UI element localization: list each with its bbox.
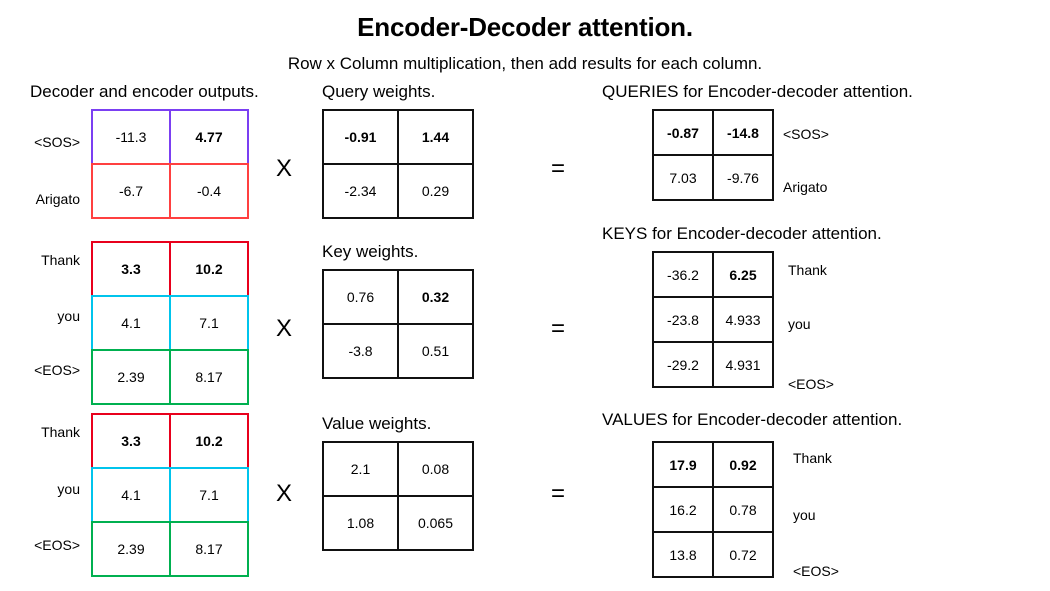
- row-label-thank-middle: Thank: [41, 252, 80, 268]
- matrix-cell: 7.1: [169, 467, 249, 523]
- matrix-cell: 3.3: [91, 413, 171, 469]
- matrix-cell: 0.72: [712, 531, 774, 578]
- matrix-cell: 4.931: [712, 341, 774, 388]
- matrix-cell: -0.91: [322, 109, 399, 165]
- operator-equals-key: =: [551, 315, 566, 342]
- matrix-cell: 0.29: [397, 163, 474, 219]
- operator-equals-query: =: [551, 155, 566, 182]
- matrix-cell: -36.2: [652, 251, 714, 298]
- matrix-cell: 0.065: [397, 495, 474, 551]
- matrix-cell: 3.3: [91, 241, 171, 297]
- row-label-thank-bottom: Thank: [41, 424, 80, 440]
- matrix-cell: 8.17: [169, 521, 249, 577]
- matrix-cell: -11.3: [91, 109, 171, 165]
- matrix-cell: 2.39: [91, 521, 171, 577]
- page-subtitle: Row x Column multiplication, then add re…: [287, 54, 763, 73]
- matrix-cell: -2.34: [322, 163, 399, 219]
- matrix-cell: 7.03: [652, 154, 714, 201]
- matrix-cell: 0.76: [322, 269, 399, 325]
- row-label-sos-queries: <SOS>: [783, 126, 829, 142]
- matrix-cell: 2.1: [322, 441, 399, 497]
- row-label-you-middle: you: [57, 308, 80, 324]
- matrix-cell: -29.2: [652, 341, 714, 388]
- matrix-cell: 4.933: [712, 296, 774, 343]
- label-value-weights: Value weights.: [322, 414, 432, 433]
- matrix-cell: 4.77: [169, 109, 249, 165]
- matrix-cell: 0.92: [712, 441, 774, 488]
- label-queries: QUERIES for Encoder-decoder attention.: [602, 82, 913, 101]
- matrix-cell: 17.9: [652, 441, 714, 488]
- matrix-cell: 2.39: [91, 349, 171, 405]
- matrix-cell: 0.08: [397, 441, 474, 497]
- matrix-cell: -9.76: [712, 154, 774, 201]
- matrix-cell: 1.08: [322, 495, 399, 551]
- row-label-eos-bottom: <EOS>: [34, 537, 80, 553]
- matrix-cell: -3.8: [322, 323, 399, 379]
- matrix-cell: -0.87: [652, 109, 714, 156]
- row-label-arigato-queries: Arigato: [783, 179, 828, 195]
- matrix-cell: 10.2: [169, 413, 249, 469]
- row-label-you-keys: you: [788, 316, 811, 332]
- matrix-cell: -0.4: [169, 163, 249, 219]
- matrix-cell: 4.1: [91, 295, 171, 351]
- matrix-cell: 0.78: [712, 486, 774, 533]
- matrix-cell: 6.25: [712, 251, 774, 298]
- matrix-cell: 10.2: [169, 241, 249, 297]
- matrix-cell: -23.8: [652, 296, 714, 343]
- matrix-cell: 1.44: [397, 109, 474, 165]
- label-decoder-encoder-outputs: Decoder and encoder outputs.: [30, 82, 259, 101]
- row-label-arigato-decoder: Arigato: [35, 191, 80, 207]
- operator-times-value: X: [276, 480, 293, 507]
- row-label-sos-decoder: <SOS>: [34, 134, 80, 150]
- row-label-eos-keys: <EOS>: [788, 376, 834, 392]
- label-query-weights: Query weights.: [322, 82, 436, 101]
- operator-equals-value: =: [551, 480, 566, 507]
- label-keys: KEYS for Encoder-decoder attention.: [602, 224, 882, 243]
- label-key-weights: Key weights.: [322, 242, 419, 261]
- row-label-eos-values: <EOS>: [793, 563, 839, 579]
- matrix-cell: 13.8: [652, 531, 714, 578]
- matrix-cell: -6.7: [91, 163, 171, 219]
- label-values: VALUES for Encoder-decoder attention.: [602, 410, 903, 429]
- operator-times-key: X: [276, 315, 293, 342]
- matrix-cell: 0.51: [397, 323, 474, 379]
- row-label-you-values: you: [793, 507, 816, 523]
- row-label-thank-keys: Thank: [788, 262, 827, 278]
- matrix-cell: -14.8: [712, 109, 774, 156]
- matrix-cell: 8.17: [169, 349, 249, 405]
- matrix-cell: 4.1: [91, 467, 171, 523]
- matrix-cell: 7.1: [169, 295, 249, 351]
- row-label-eos-middle: <EOS>: [34, 362, 80, 378]
- row-label-thank-values: Thank: [793, 450, 832, 466]
- page-title: Encoder-Decoder attention.: [357, 12, 693, 42]
- matrix-cell: 0.32: [397, 269, 474, 325]
- operator-times-query: X: [276, 155, 293, 182]
- matrix-cell: 16.2: [652, 486, 714, 533]
- row-label-you-bottom: you: [57, 481, 80, 497]
